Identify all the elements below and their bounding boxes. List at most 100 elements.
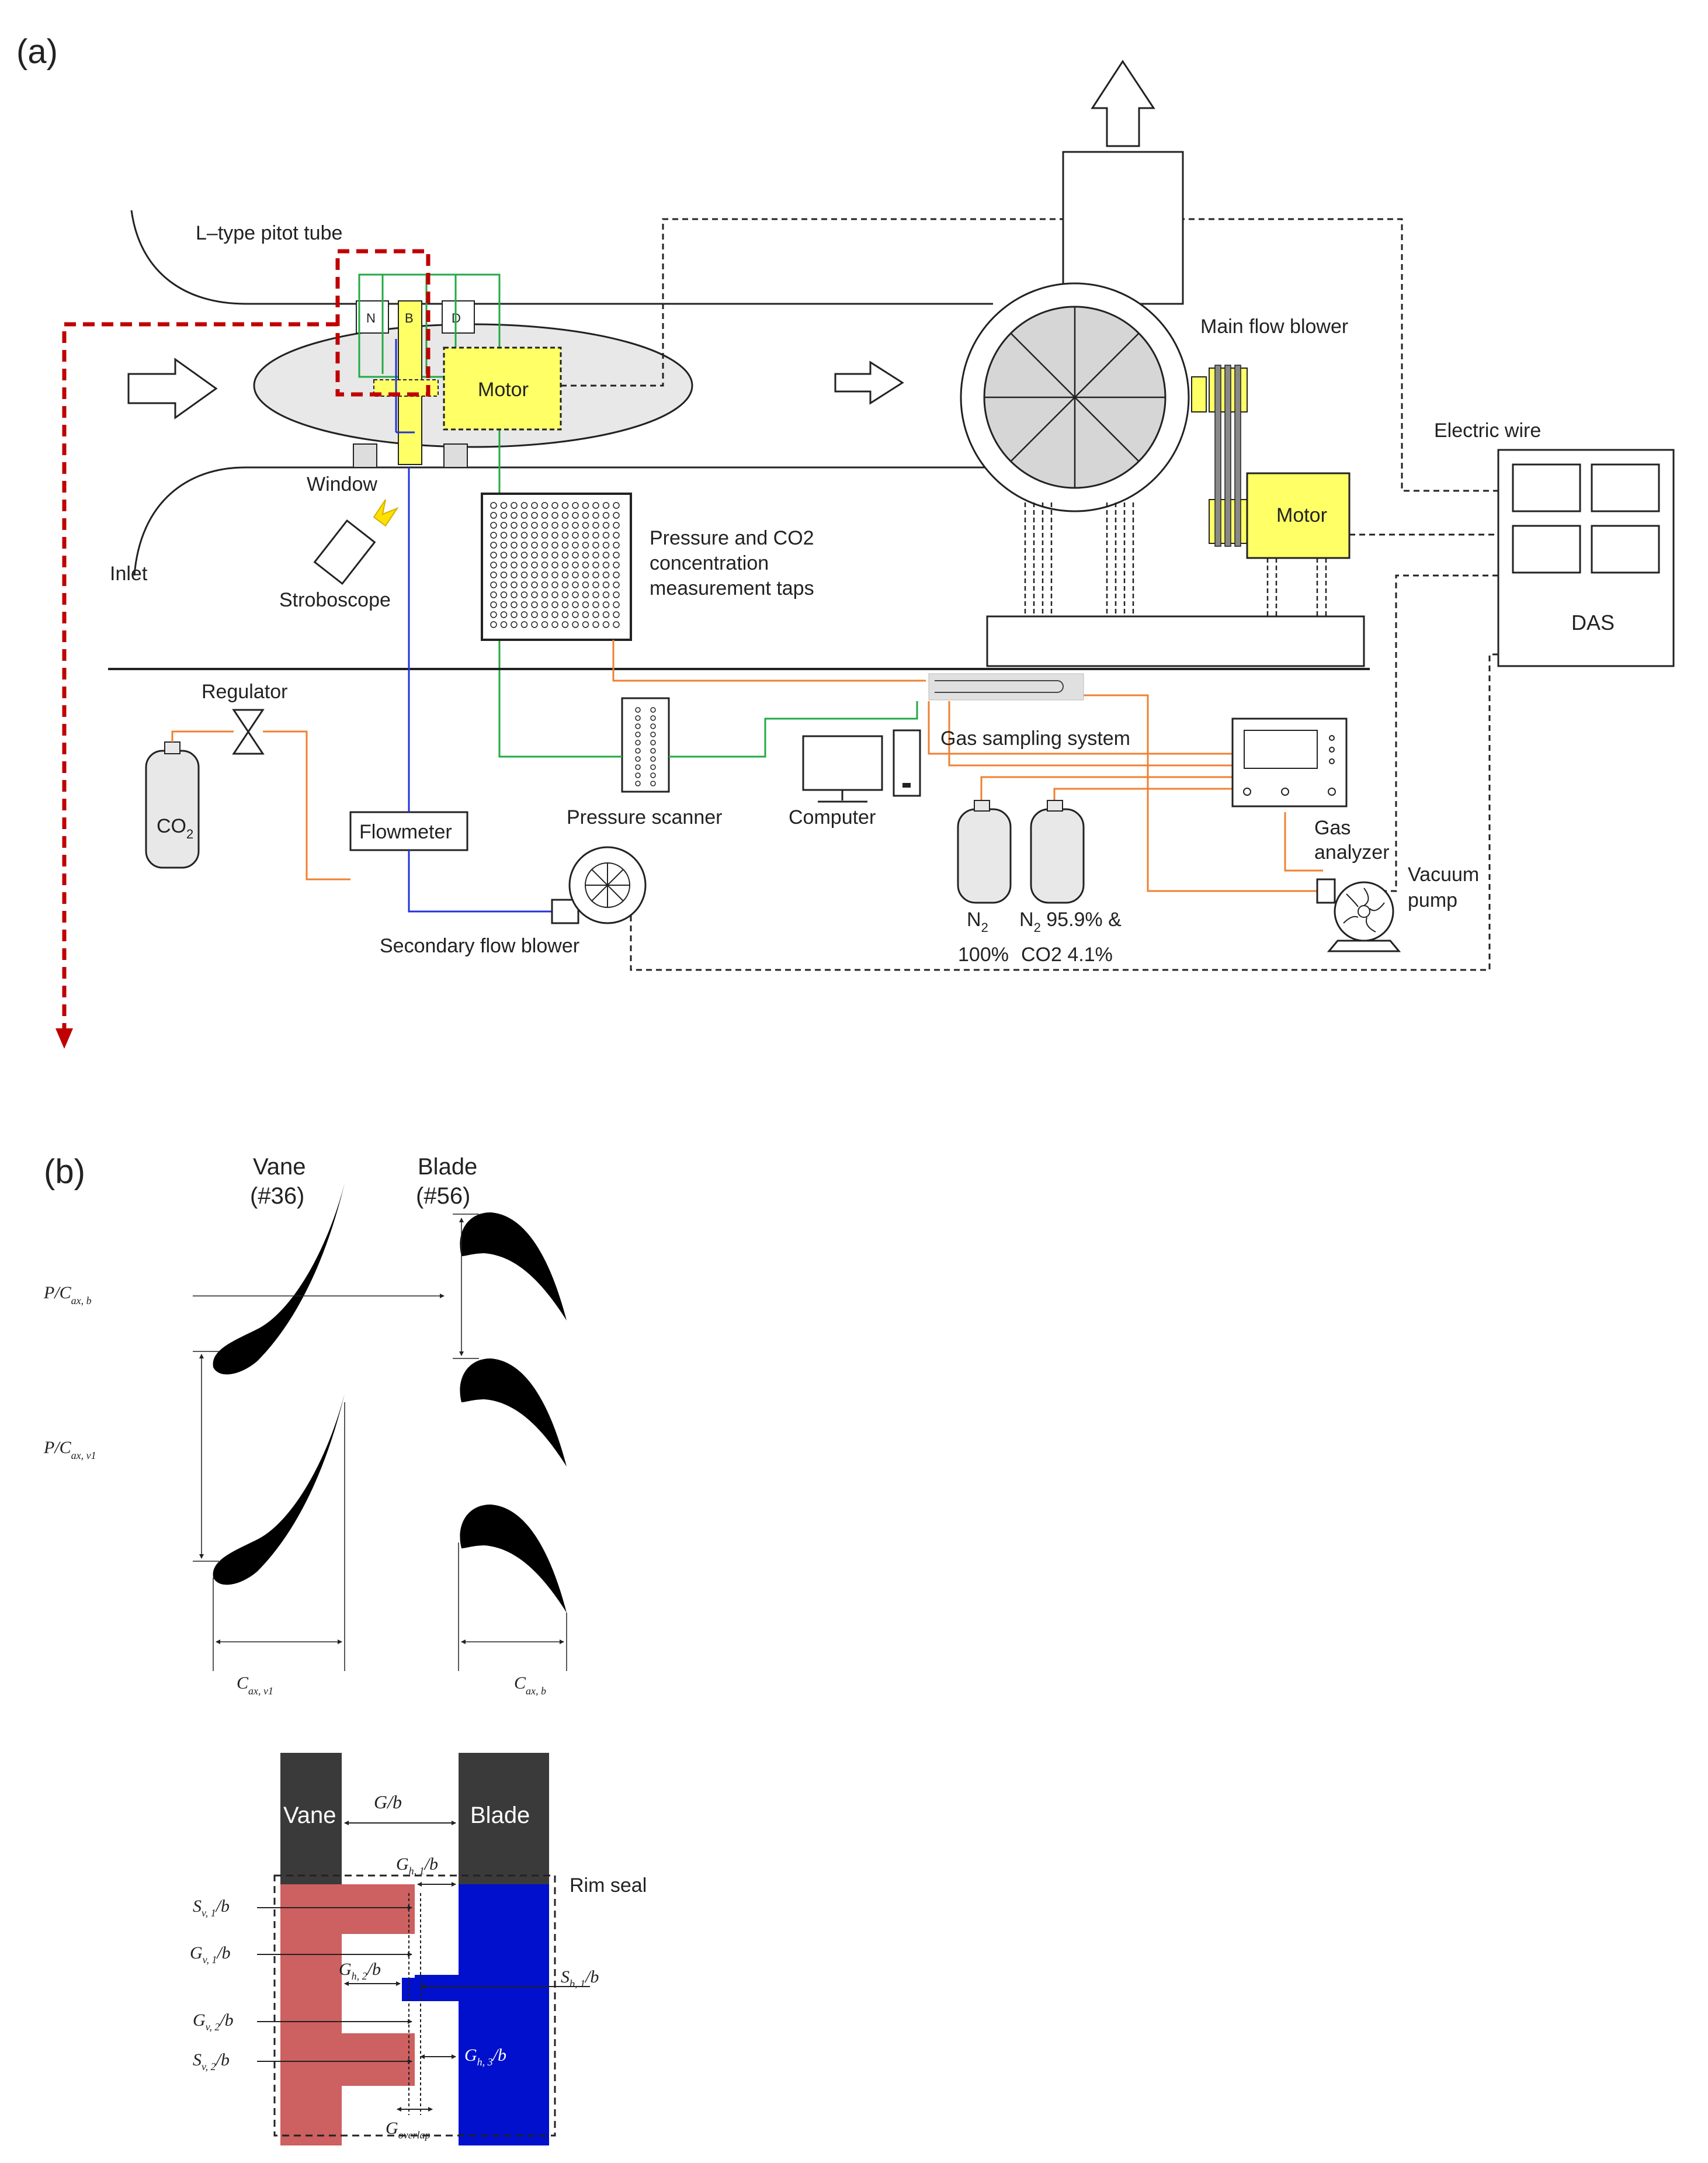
goverlap-label: Goverlap: [386, 2119, 431, 2141]
motor-1-label: Motor: [478, 379, 529, 401]
vacuum-label-1: Vacuum: [1408, 864, 1479, 886]
blade-title: Blade: [418, 1154, 477, 1180]
window-block-left: [353, 443, 377, 468]
main-blower-label: Main flow blower: [1200, 316, 1348, 338]
mid-flow-arrow: [834, 360, 904, 405]
airfoil-dimension-lines: [193, 1214, 567, 1671]
sb1-label: Sb, 1/b: [561, 1967, 599, 1989]
g-over-b-label: G/b: [374, 1791, 402, 1812]
flowmeter-label: Flowmeter: [359, 821, 452, 843]
tunnel-bottom-wall: [133, 466, 1005, 576]
gas-analyzer-label-1: Gas: [1314, 817, 1351, 839]
window-block-right: [443, 443, 468, 468]
vane-airfoil-2: [213, 1394, 345, 1585]
cax-v1-label: Cax, v1: [237, 1673, 273, 1697]
das-label: DAS: [1571, 611, 1615, 635]
gh2-label: Gh, 2/b: [339, 1960, 381, 1982]
scanner-lines: [498, 701, 918, 758]
exhaust-arrow: [1091, 60, 1155, 147]
seal-dimension-lines: [257, 1821, 590, 2115]
vane-airfoil-1: [213, 1183, 345, 1375]
co2-tank: [145, 750, 200, 869]
stroboscope-label: Stroboscope: [279, 589, 391, 611]
main-blower-spokes: [984, 307, 1165, 488]
seal-vane-dark: [280, 1753, 342, 1884]
gas-sampling-system: [928, 673, 1084, 701]
p-cax-b-label: P/Cax, b: [43, 1283, 92, 1306]
stroboscope-icon: [313, 499, 399, 585]
blower-exhaust-stack: [1062, 151, 1184, 305]
das-signal-wires: [630, 533, 1498, 971]
highlight-leader: [62, 322, 338, 1040]
n2-co2-label: N2 95.9% &: [1019, 909, 1122, 935]
taps-label-3: measurement taps: [650, 577, 814, 599]
rim-seal-box: [273, 1874, 556, 2137]
motor-2-label: Motor: [1276, 504, 1327, 526]
motor-2: [1246, 472, 1351, 559]
das-screens: [1512, 463, 1660, 574]
inlet-flow-arrow: [127, 358, 218, 420]
electric-wire-label: Electric wire: [1434, 420, 1541, 442]
sv2-label: Sv, 2/b: [193, 2050, 230, 2072]
sensor-box-d: [442, 300, 475, 334]
taps-label-2: concentration: [650, 552, 769, 574]
pressure-scanner-label: Pressure scanner: [567, 806, 722, 829]
p-cax-v1-label: P/Cax, v1: [43, 1438, 96, 1461]
n2-co2-label-2: CO2 4.1%: [1021, 944, 1113, 966]
computer-monitor: [802, 735, 883, 791]
gas-analyzer-label-2: analyzer: [1314, 841, 1390, 864]
co2-label: CO2: [157, 815, 193, 841]
motor-1: [443, 346, 562, 431]
sv1-label: Sv, 1/b: [193, 1897, 230, 1919]
blade-airfoil-3: [460, 1505, 567, 1613]
n2-pure-pct: 100%: [958, 944, 1009, 966]
taps-label-1: Pressure and CO2: [650, 527, 814, 549]
blade-number: (#56): [416, 1183, 470, 1209]
cax-b-label: Cax, b: [514, 1673, 546, 1697]
seal-blade-dark: [459, 1753, 549, 1884]
n2-tank-pure: [957, 808, 1012, 904]
seal-blade-blue: [415, 1884, 549, 2145]
motor-1-signal-wire: [561, 218, 1498, 492]
panel-a-tag: (a): [16, 33, 58, 71]
gas-lines: [171, 640, 1323, 892]
flowmeter: [349, 811, 468, 851]
panel-b-tag: (b): [44, 1153, 85, 1191]
tunnel-top-wall: [130, 210, 993, 305]
highlight-arrowhead: [55, 1028, 73, 1049]
gas-sampling-label: Gas sampling system: [940, 727, 1130, 750]
secondary-blower-label: Secondary flow blower: [380, 935, 579, 957]
pitot-label: L–type pitot tube: [196, 222, 342, 244]
vane-number: (#36): [250, 1183, 304, 1209]
blower-base: [986, 615, 1365, 667]
seal-vane-red: [280, 1884, 415, 2145]
vacuum-label-2: pump: [1408, 889, 1457, 911]
computer-label: Computer: [789, 806, 876, 829]
n2-pure-label: N2: [967, 909, 988, 935]
regulator-label: Regulator: [202, 681, 287, 703]
pressure-taps-dots: [490, 502, 620, 628]
window-label: Window: [307, 473, 377, 495]
inlet-label: Inlet: [110, 563, 148, 585]
vane-title: Vane: [253, 1154, 306, 1180]
blower-shaft: [1191, 376, 1207, 413]
gv2-label: Gv, 2/b: [193, 2011, 234, 2033]
seal-vane-label: Vane: [283, 1802, 336, 1828]
blade-airfoil-2: [460, 1358, 567, 1467]
gv1-label: Gv, 1/b: [190, 1943, 231, 1966]
gh1-label: Gh, 1/b: [396, 1855, 438, 1877]
pressure-scanner: [621, 697, 670, 793]
n2-co2-tank: [1030, 808, 1085, 904]
secondary-blower-icon: [551, 846, 647, 924]
rim-seal-label: Rim seal: [570, 1874, 647, 1897]
blade-airfoil-1: [460, 1212, 567, 1320]
regulator-valve: [232, 709, 265, 755]
vacuum-pump-icon: [1316, 878, 1401, 952]
seal-blade-label: Blade: [470, 1802, 530, 1828]
sensor-n-label: N: [366, 311, 376, 325]
sensor-b-label: B: [405, 311, 414, 325]
gh3-label: Gh, 3/b: [464, 2046, 506, 2068]
drive-belts: [1214, 365, 1241, 547]
blower-legs: [1024, 502, 1327, 616]
